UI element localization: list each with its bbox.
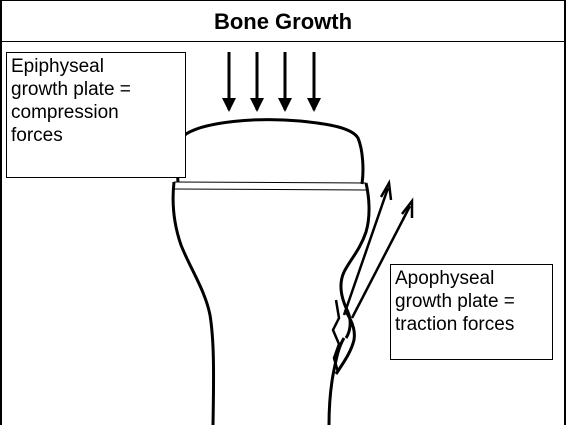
growth-plate-top-line xyxy=(174,182,366,183)
epiphyseal-label-line-3: compression xyxy=(11,101,185,124)
traction-arrow-1 xyxy=(344,188,388,315)
apophyseal-growth-plate xyxy=(333,300,339,372)
epiphysis-outline xyxy=(177,120,363,184)
apophyseal-label-line-2: growth plate = xyxy=(395,290,552,313)
apophyseal-label-line-3: traction forces xyxy=(395,313,552,336)
epiphyseal-label-line-2: growth plate = xyxy=(11,78,185,101)
compression-arrows xyxy=(222,52,321,112)
epiphyseal-label-line-4: forces xyxy=(11,124,185,147)
epiphyseal-growth-plate xyxy=(174,182,366,190)
bone-shaft-left-outline xyxy=(173,182,213,425)
compression-arrowhead-3 xyxy=(278,98,292,112)
compression-arrowhead-1 xyxy=(222,98,236,112)
growth-plate-bottom-line xyxy=(174,189,366,190)
apophyseal-label-line-1: Apophyseal xyxy=(395,267,552,290)
compression-arrowhead-2 xyxy=(250,98,264,112)
compression-arrowhead-4 xyxy=(307,98,321,112)
traction-arrowhead-2 xyxy=(402,201,412,218)
epiphyseal-label-line-1: Epiphyseal xyxy=(11,55,185,78)
epiphyseal-label-box: Epiphyseal growth plate = compression fo… xyxy=(6,52,186,178)
apophyseal-label-box: Apophyseal growth plate = traction force… xyxy=(390,264,553,360)
